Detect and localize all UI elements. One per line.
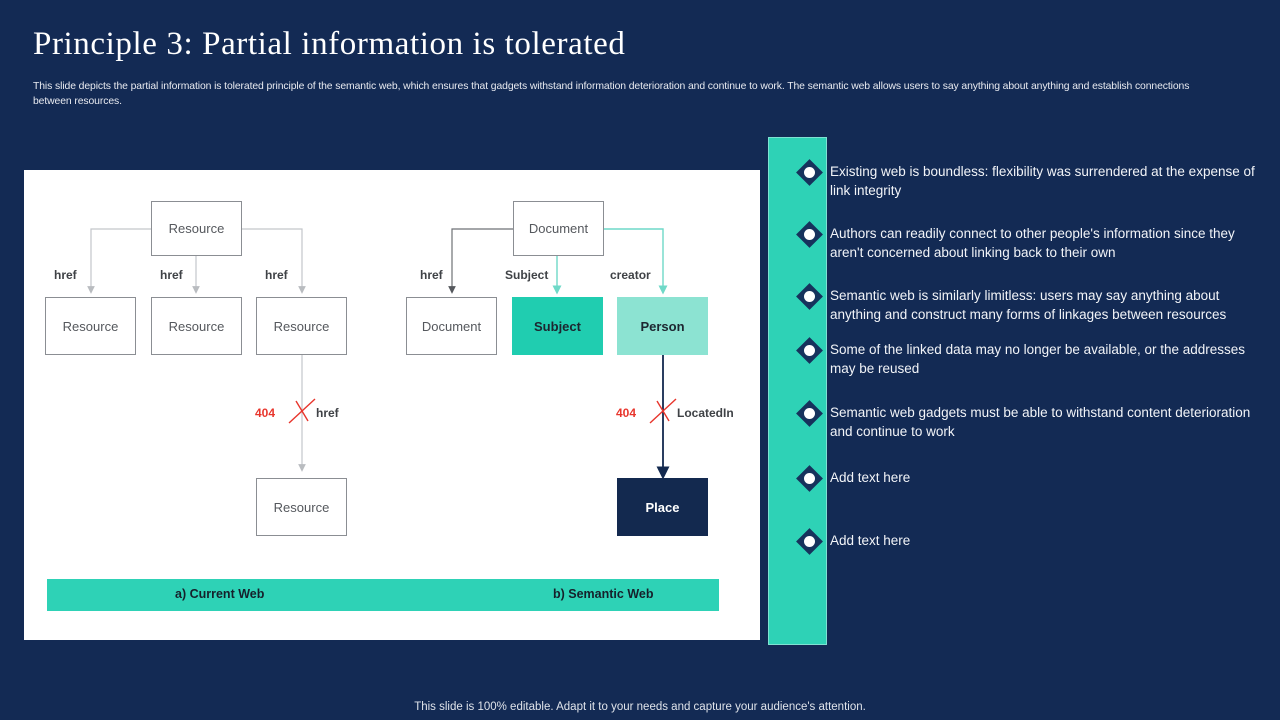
diamond-bullet-icon: [796, 159, 830, 186]
node-left-child-1[interactable]: Resource: [45, 297, 136, 355]
node-label: Resource: [168, 221, 225, 236]
list-item-label: Authors can readily connect to other peo…: [830, 226, 1235, 260]
node-right-root[interactable]: Document: [513, 201, 604, 256]
caption-current-web: a) Current Web: [175, 587, 265, 601]
node-label: Document: [528, 221, 589, 236]
error-code-left: 404: [255, 406, 276, 420]
diamond-bullet-icon: [796, 400, 830, 427]
caption-semantic-web: b) Semantic Web: [553, 587, 654, 601]
list-item-label: Add text here: [830, 470, 911, 485]
node-label: Subject: [534, 318, 581, 334]
diagram-card: Resource Resource Resource Resource Reso…: [24, 170, 760, 640]
node-right-leaf[interactable]: Place: [617, 478, 708, 536]
node-label: Resource: [273, 499, 330, 515]
list-item-label: Add text here: [830, 533, 911, 548]
edge-label-right-2: Subject: [505, 268, 549, 282]
node-left-child-2[interactable]: Resource: [151, 297, 242, 355]
bullet-list: Existing web is boundless: flexibility w…: [796, 159, 1266, 565]
page-subtitle: This slide depicts the partial informati…: [33, 81, 1190, 107]
list-item[interactable]: Add text here: [796, 465, 1266, 492]
list-item-label: Semantic web gadgets must be able to wit…: [830, 405, 1251, 439]
diamond-bullet-icon: [796, 465, 830, 492]
node-label: Resource: [168, 318, 225, 334]
error-code-right: 404: [616, 406, 637, 420]
list-item[interactable]: Existing web is boundless: flexibility w…: [796, 159, 1266, 200]
node-left-leaf[interactable]: Resource: [256, 478, 347, 536]
list-item[interactable]: Some of the linked data may no longer be…: [796, 337, 1266, 378]
edge-label-right-broken: LocatedIn: [677, 406, 734, 420]
diamond-bullet-icon: [796, 221, 830, 248]
list-item-label: Semantic web is similarly limitless: use…: [830, 288, 1227, 322]
diamond-bullet-icon: [796, 337, 830, 364]
node-label: Resource: [62, 318, 119, 334]
edge-label-left-2: href: [160, 268, 183, 282]
node-right-child-1[interactable]: Document: [406, 297, 497, 355]
edge-label-left-broken: href: [316, 406, 339, 420]
node-left-root[interactable]: Resource: [151, 201, 242, 256]
list-item-label: Existing web is boundless: flexibility w…: [830, 164, 1255, 198]
list-item[interactable]: Authors can readily connect to other peo…: [796, 221, 1266, 262]
list-item-label: Some of the linked data may no longer be…: [830, 342, 1246, 376]
edge-label-left-3: href: [265, 268, 288, 282]
node-label: Place: [645, 499, 680, 515]
node-left-child-3[interactable]: Resource: [256, 297, 347, 355]
footer-note: This slide is 100% editable. Adapt it to…: [414, 701, 866, 713]
edge-label-right-3: creator: [610, 268, 651, 282]
node-right-child-2[interactable]: Subject: [512, 297, 603, 355]
list-item[interactable]: Semantic web is similarly limitless: use…: [796, 283, 1266, 324]
page-title: Principle 3: Partial information is tole…: [33, 26, 626, 62]
node-right-child-3[interactable]: Person: [617, 297, 708, 355]
list-item[interactable]: Semantic web gadgets must be able to wit…: [796, 400, 1266, 441]
node-label: Document: [421, 318, 482, 334]
list-item[interactable]: Add text here: [796, 528, 1266, 555]
diamond-bullet-icon: [796, 283, 830, 310]
diagram-connectors: [87, 228, 677, 480]
edge-label-right-1: href: [420, 268, 443, 282]
node-label: Resource: [273, 318, 330, 334]
diamond-bullet-icon: [796, 528, 830, 555]
node-label: Person: [640, 318, 685, 334]
bullet-rail: [768, 137, 827, 645]
diagram-caption-bar: a) Current Web b) Semantic Web: [47, 579, 719, 611]
edge-label-left-1: href: [54, 268, 77, 282]
